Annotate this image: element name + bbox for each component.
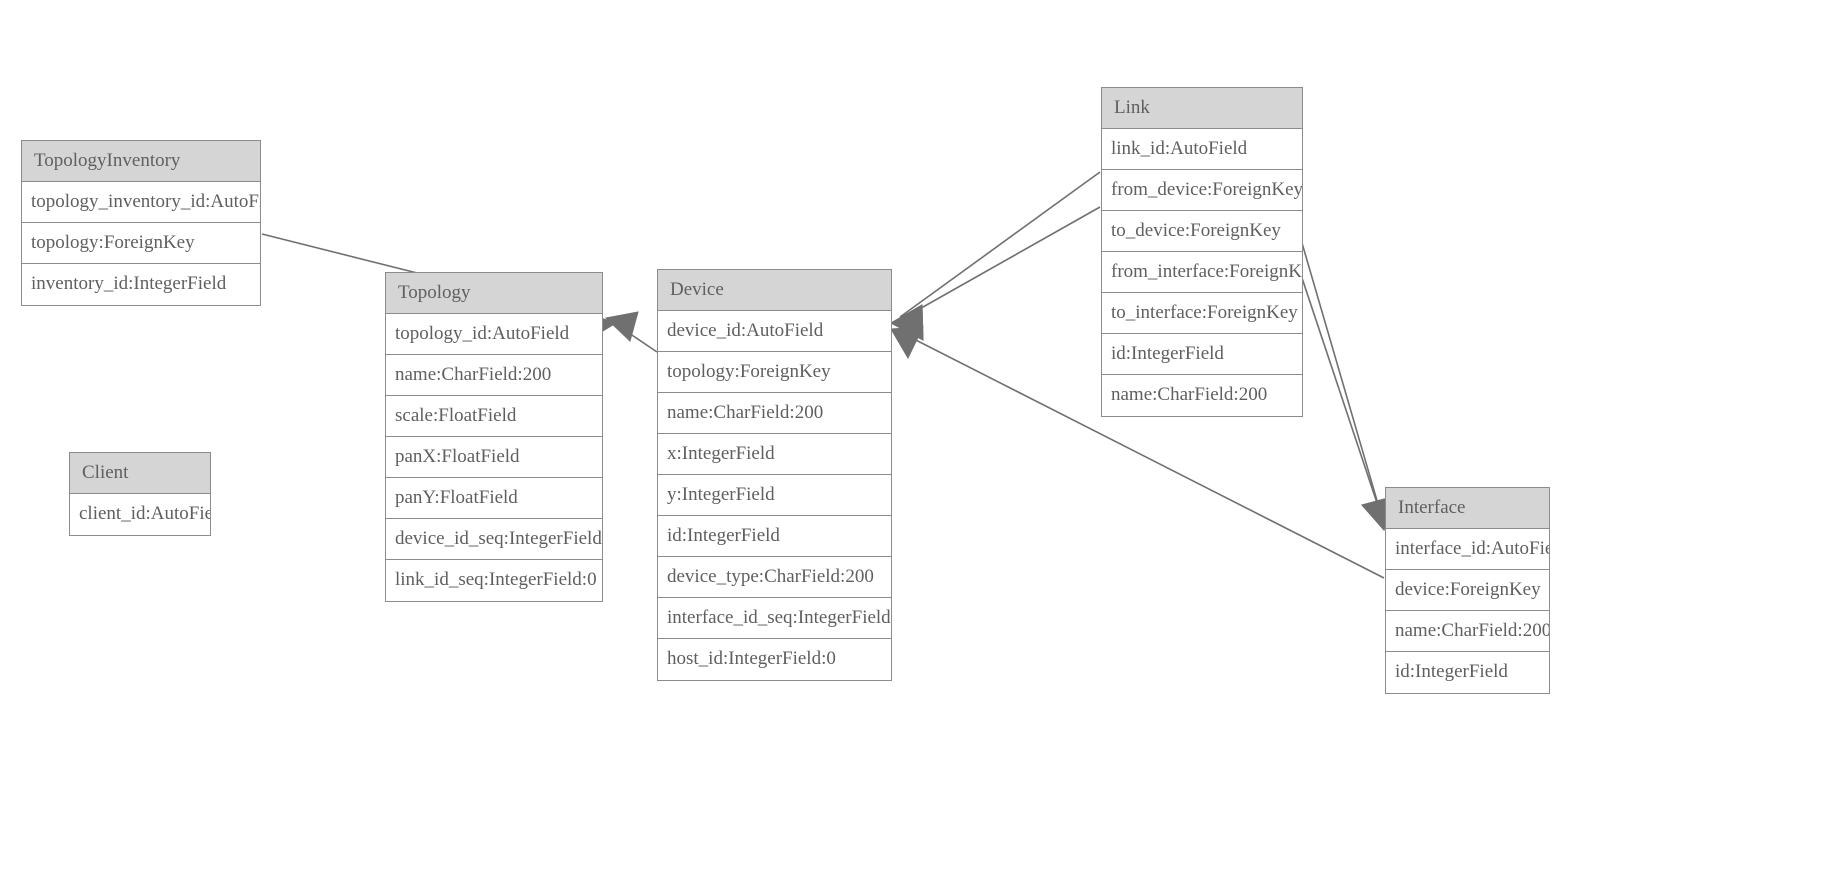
entity-field-row: name:CharField:200 bbox=[386, 355, 602, 396]
entity-title-interface: Interface bbox=[1386, 488, 1549, 529]
entity-field-row: client_id:AutoField bbox=[70, 494, 210, 535]
entity-field-row: y:IntegerField bbox=[658, 475, 891, 516]
rel-link-fromdevice-device bbox=[889, 171, 1101, 341]
entity-field-row: device_id_seq:IntegerField:0 bbox=[386, 519, 602, 560]
relationship-arrowhead bbox=[890, 326, 924, 360]
entity-field-row: name:CharField:200 bbox=[658, 393, 891, 434]
entity-field-row: id:IntegerField bbox=[658, 516, 891, 557]
entity-title-topology_inventory: TopologyInventory bbox=[22, 141, 260, 182]
relationship-line bbox=[616, 324, 658, 353]
entity-field-row: from_interface:ForeignKey bbox=[1102, 252, 1302, 293]
entity-field-row: scale:FloatField bbox=[386, 396, 602, 437]
entity-field-row: interface_id_seq:IntegerField:0 bbox=[658, 598, 891, 639]
entity-field-row: topology:ForeignKey bbox=[22, 223, 260, 264]
relationship-line bbox=[899, 206, 1101, 321]
entity-field-row: to_interface:ForeignKey bbox=[1102, 293, 1302, 334]
rel-link-tointerface-interface bbox=[1301, 277, 1393, 532]
relationship-arrowhead bbox=[889, 304, 924, 341]
entity-title-device: Device bbox=[658, 270, 891, 311]
entity-field-row: panY:FloatField bbox=[386, 478, 602, 519]
entity-field-row: x:IntegerField bbox=[658, 434, 891, 475]
relationship-arrowhead bbox=[889, 304, 924, 341]
entity-field-row: host_id:IntegerField:0 bbox=[658, 639, 891, 680]
entity-field-row: link_id:AutoField bbox=[1102, 129, 1302, 170]
entity-field-row: topology_id:AutoField bbox=[386, 314, 602, 355]
relationship-line bbox=[1301, 242, 1386, 529]
entity-interface[interactable]: Interfaceinterface_id:AutoFielddevice:Fo… bbox=[1385, 487, 1550, 694]
entity-title-link: Link bbox=[1102, 88, 1302, 129]
entity-field-row: panX:FloatField bbox=[386, 437, 602, 478]
entity-field-row: device_type:CharField:200 bbox=[658, 557, 891, 598]
rel-device-topology bbox=[604, 311, 658, 353]
rel-link-frominterface-interface bbox=[1301, 242, 1393, 532]
entity-field-row: to_device:ForeignKey bbox=[1102, 211, 1302, 252]
entity-field-row: id:IntegerField bbox=[1386, 652, 1549, 693]
entity-title-topology: Topology bbox=[386, 273, 602, 314]
relationship-line bbox=[1301, 277, 1387, 531]
entity-field-row: topology_inventory_id:AutoField bbox=[22, 182, 260, 223]
entity-field-row: inventory_id:IntegerField bbox=[22, 264, 260, 305]
rel-link-todevice-device bbox=[889, 206, 1101, 341]
entity-field-row: device_id:AutoField bbox=[658, 311, 891, 352]
relationship-line bbox=[899, 171, 1101, 318]
entity-title-client: Client bbox=[70, 453, 210, 494]
entity-field-row: device:ForeignKey bbox=[1386, 570, 1549, 611]
entity-field-row: interface_id:AutoField bbox=[1386, 529, 1549, 570]
entity-field-row: name:CharField:200 bbox=[1102, 375, 1302, 416]
entity-field-row: id:IntegerField bbox=[1102, 334, 1302, 375]
entity-field-row: name:CharField:200 bbox=[1386, 611, 1549, 652]
entity-field-row: topology:ForeignKey bbox=[658, 352, 891, 393]
relationship-arrowhead bbox=[604, 311, 639, 342]
entity-field-row: from_device:ForeignKey bbox=[1102, 170, 1302, 211]
entity-field-row: link_id_seq:IntegerField:0 bbox=[386, 560, 602, 601]
